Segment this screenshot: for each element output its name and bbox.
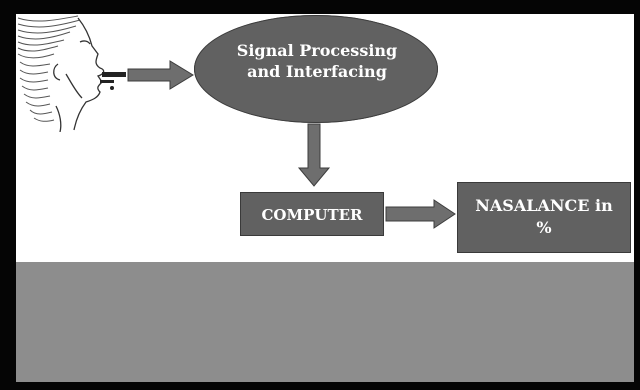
computer-node: COMPUTER xyxy=(240,192,384,236)
diagram-canvas: Signal Processing and Interfacing COMPUT… xyxy=(16,14,634,382)
arrow-speaker-to-signal xyxy=(127,60,194,90)
arrow-computer-to-nasalance xyxy=(385,199,456,229)
nasalance-node: NASALANCE in % xyxy=(457,182,631,253)
flow-arrows xyxy=(127,60,456,229)
signal-processing-label: Signal Processing and Interfacing xyxy=(236,41,398,81)
bottom-band xyxy=(16,262,634,382)
arrow-signal-to-computer xyxy=(297,123,331,187)
speaker-face-icon xyxy=(17,15,126,132)
signal-processing-node xyxy=(194,15,438,123)
nasalance-label: NASALANCE in % xyxy=(475,196,613,237)
